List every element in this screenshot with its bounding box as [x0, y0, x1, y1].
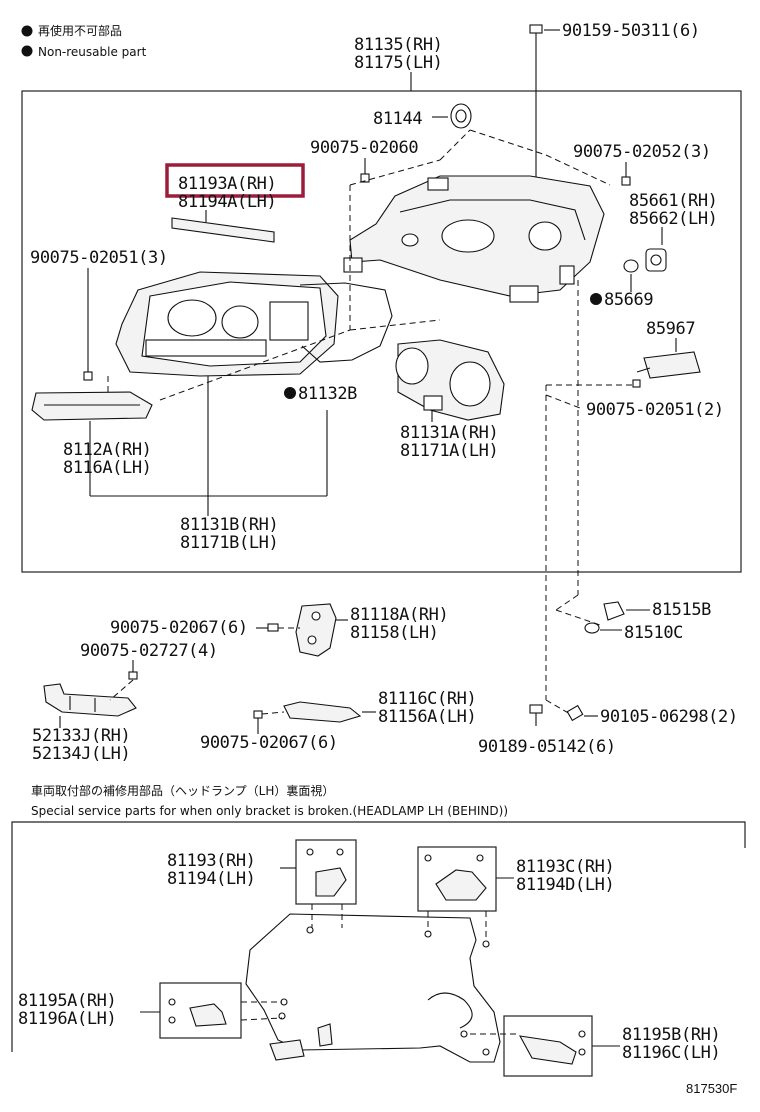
part-label-90075-02067-top[interactable]: 90075-02067(6)	[110, 618, 248, 638]
part-label-81156a[interactable]: 81156A(LH)	[378, 707, 477, 727]
headlamp-housing	[343, 175, 605, 303]
bracket-81118a	[295, 603, 337, 657]
control-module-icon	[643, 351, 701, 379]
part-label-81158[interactable]: 81158(LH)	[350, 623, 439, 643]
part-label-81144[interactable]: 81144	[373, 109, 423, 129]
part-label-81135[interactable]: 81135(RH)	[354, 35, 443, 55]
kit-box-81193	[295, 839, 357, 905]
part-label-81193c[interactable]: 81193C(RH)	[516, 857, 615, 877]
screw-icon	[267, 623, 279, 632]
part-label-81194d[interactable]: 81194D(LH)	[516, 875, 615, 895]
bracket-81193c	[424, 854, 487, 901]
nonreusable-marker-icon	[284, 387, 296, 399]
nonreusable-marker-icon	[21, 25, 33, 37]
part-label-81116c[interactable]: 81116C(RH)	[378, 689, 477, 709]
part-label-90189[interactable]: 90189-05142(6)	[478, 737, 616, 757]
kit-box-81195a	[159, 982, 242, 1039]
part-label-81196a[interactable]: 81196A(LH)	[18, 1009, 117, 1029]
bracket-strip-81193a	[171, 217, 275, 243]
legend-nonreusable-jp: 再使用不可部品	[38, 23, 122, 38]
part-label-90075-02060[interactable]: 90075-02060	[310, 138, 419, 158]
legend-nonreusable-en: Non-reusable part	[38, 45, 147, 59]
bulb-socket-icon	[603, 601, 625, 621]
bracket-81193	[306, 848, 347, 897]
part-label-8112a[interactable]: 8112A(RH)	[63, 440, 152, 460]
bulb-socket-icon	[645, 248, 667, 272]
part-label-81132b[interactable]: 81132B	[298, 384, 358, 404]
part-label-85967[interactable]: 85967	[646, 319, 696, 339]
bracket-81195a	[168, 998, 227, 1027]
screw-icon	[128, 671, 138, 680]
part-label-81193a[interactable]: 81193A(RH)	[178, 174, 277, 194]
nonreusable-marker-icon	[21, 45, 33, 57]
part-label-81510c[interactable]: 81510C	[624, 623, 683, 643]
part-label-81196c[interactable]: 81196C(LH)	[622, 1043, 721, 1063]
headlamp-lh-behind	[245, 913, 501, 1063]
figure-code: 817530F	[686, 1081, 737, 1096]
part-label-90075-02051-2[interactable]: 90075-02051(2)	[586, 400, 724, 420]
screw-icon	[566, 704, 584, 722]
screw-icon	[83, 371, 93, 381]
o-ring-icon	[623, 259, 639, 273]
part-label-81195a[interactable]: 81195A(RH)	[18, 991, 117, 1011]
part-label-90105[interactable]: 90105-06298(2)	[600, 707, 738, 727]
nonreusable-marker-icon	[590, 293, 602, 305]
bulb-icon	[584, 622, 600, 634]
part-label-81194a[interactable]: 81194A(LH)	[178, 192, 277, 212]
side-marker-lamp	[31, 391, 153, 421]
highlight-box	[165, 163, 305, 198]
part-label-81118a[interactable]: 81118A(RH)	[350, 605, 449, 625]
assembly-frame	[21, 90, 742, 573]
part-label-90075-02067-bot[interactable]: 90075-02067(6)	[200, 733, 338, 753]
screw-icon	[529, 24, 543, 46]
kit-box-81193c	[417, 846, 497, 912]
part-label-81131a[interactable]: 81131A(RH)	[400, 423, 499, 443]
screw-icon	[621, 176, 631, 186]
part-label-81193[interactable]: 81193(RH)	[167, 851, 256, 871]
part-label-81171a[interactable]: 81171A(LH)	[400, 441, 499, 461]
bracket-81116c	[283, 701, 362, 723]
part-label-52133j[interactable]: 52133J(RH)	[32, 726, 131, 746]
part-label-85662[interactable]: 85662(LH)	[629, 209, 718, 229]
part-label-90075-02052[interactable]: 90075-02052(3)	[573, 142, 711, 162]
part-label-90075-02051-3[interactable]: 90075-02051(3)	[30, 248, 168, 268]
screw-icon	[632, 379, 641, 388]
service-parts-frame	[11, 821, 746, 1052]
screw-icon	[253, 710, 263, 719]
part-label-81171b[interactable]: 81171B(LH)	[180, 533, 279, 553]
screw-icon	[360, 173, 370, 183]
bracket-52133j	[43, 683, 137, 717]
section-note-jp: 車両取付部の補修用部品（ヘッドランプ（LH）裏面視）	[31, 783, 334, 798]
section-note-en: Special service parts for when only brac…	[31, 804, 508, 818]
part-label-52134j[interactable]: 52134J(LH)	[32, 744, 131, 764]
headlamp-lens	[115, 271, 339, 377]
part-label-81195b[interactable]: 81195B(RH)	[622, 1025, 721, 1045]
part-label-85669[interactable]: 85669	[604, 290, 654, 310]
part-label-81515b[interactable]: 81515B	[652, 600, 712, 620]
part-label-81175[interactable]: 81175(LH)	[354, 53, 443, 73]
projector-unit	[395, 339, 505, 421]
part-label-81131b[interactable]: 81131B(RH)	[180, 515, 279, 535]
screw-icon	[529, 704, 543, 726]
part-label-85661[interactable]: 85661(RH)	[629, 191, 718, 211]
part-label-90075-02727[interactable]: 90075-02727(4)	[80, 641, 218, 661]
bracket-81195b	[518, 1030, 586, 1065]
part-label-90159[interactable]: 90159-50311(6)	[562, 21, 700, 41]
part-label-8116a[interactable]: 8116A(LH)	[63, 458, 152, 478]
gasket-81132b	[299, 282, 393, 363]
part-label-81194[interactable]: 81194(LH)	[167, 869, 256, 889]
